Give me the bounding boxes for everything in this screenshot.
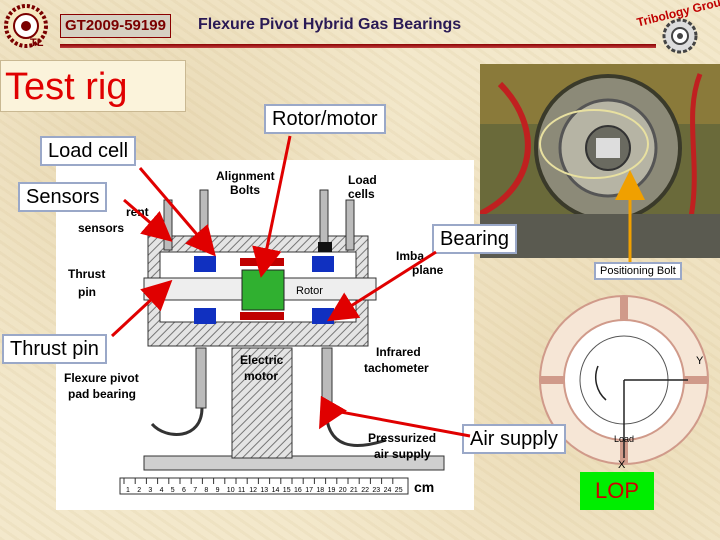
ruler-tick-label: 10 xyxy=(227,487,235,494)
ruler xyxy=(119,477,409,495)
ruler-tick-label: 8 xyxy=(204,487,208,494)
ruler-tick-label: 16 xyxy=(294,487,302,494)
ruler-tick-label: 20 xyxy=(339,487,347,494)
rotor-core xyxy=(241,269,285,311)
tribology-group-logo-icon: Tribology Group xyxy=(635,0,720,54)
ruler-tick-label: 22 xyxy=(361,487,369,494)
lop-label: LOP xyxy=(580,472,654,510)
callout-thrust-pin: Thrust pin xyxy=(2,334,107,364)
axis-x-label: X xyxy=(618,459,626,470)
callout-air-supply: Air supply xyxy=(462,424,566,454)
label-alignment-bolts-1: Alignment xyxy=(216,169,275,183)
ruler-tick-label: 5 xyxy=(171,487,175,494)
ruler-tick-label: 1 xyxy=(126,487,130,494)
ruler-tick-label: 11 xyxy=(238,487,245,494)
svg-text:TL: TL xyxy=(30,37,44,48)
label-flexure-1: Flexure pivot xyxy=(64,371,139,385)
ruler-tick-label: 15 xyxy=(283,487,291,494)
label-infrared-1: Infrared xyxy=(376,345,421,359)
label-load-cells-2: cells xyxy=(348,187,375,201)
callout-load-cell: Load cell xyxy=(40,136,137,166)
label-electric-motor-2: motor xyxy=(244,369,278,383)
label-rotor: Rotor xyxy=(296,285,323,297)
callout-rotor-motor: Rotor/motor xyxy=(264,104,386,134)
label-sensors-1: rent xyxy=(126,205,149,219)
ruler-tick-label: 13 xyxy=(260,487,268,494)
ruler-tick-label: 6 xyxy=(182,487,186,494)
label-imbalance-2: plane xyxy=(412,263,444,277)
label-pressurized-2: air supply xyxy=(374,447,431,461)
ruler-tick-label: 3 xyxy=(148,487,152,494)
label-sensors-2: sensors xyxy=(78,221,124,235)
ruler-tick-label: 9 xyxy=(216,487,220,494)
base-plate xyxy=(143,455,445,471)
positioning-bolt-label: Positioning Bolt xyxy=(594,262,682,280)
ruler-tick-label: 24 xyxy=(384,487,392,494)
ruler-tick-label: 7 xyxy=(193,487,197,494)
section-label: Test rig xyxy=(0,60,186,112)
paper-code: GT2009-59199 xyxy=(60,14,171,38)
label-flexure-2: pad bearing xyxy=(68,387,136,401)
label-alignment-bolts-2: Bolts xyxy=(230,183,260,197)
ruler-tick-label: 21 xyxy=(350,487,358,494)
ruler-tick-label: 4 xyxy=(160,487,164,494)
label-thrust-pin-2: pin xyxy=(78,285,96,299)
callout-sensors: Sensors xyxy=(18,182,108,212)
axis-y-label: Y xyxy=(696,355,704,367)
pedestal xyxy=(231,347,293,459)
title-underline xyxy=(60,44,656,48)
ruler-tick-label: 19 xyxy=(328,487,336,494)
ruler-tick-label: 12 xyxy=(249,487,257,494)
ruler-tick-label: 18 xyxy=(316,487,324,494)
label-electric-motor-1: Electric xyxy=(240,353,284,367)
slide-title: Flexure Pivot Hybrid Gas Bearings xyxy=(198,16,462,33)
callout-bearing: Bearing xyxy=(432,224,517,254)
label-imbalance-1: Imba xyxy=(396,249,424,263)
ruler-tick-label: 17 xyxy=(305,487,313,494)
ruler-tick-label: 2 xyxy=(137,487,141,494)
ruler-tick-label: 25 xyxy=(395,487,403,494)
bearing-pad-diagram: Y X Load xyxy=(539,295,709,470)
label-infrared-2: tachometer xyxy=(364,361,429,375)
test-rig-schematic: Alignment Bolts Load cells rent sensors … xyxy=(56,160,474,510)
label-pressurized-1: Pressurized xyxy=(368,431,436,445)
ruler-unit: cm xyxy=(414,479,434,495)
label-thrust-pin-1: Thrust xyxy=(68,267,105,281)
ruler-tick-label: 23 xyxy=(372,487,380,494)
ruler-tick-label: 14 xyxy=(272,487,280,494)
bearing-blocks xyxy=(194,256,334,324)
load-label: Load xyxy=(614,434,634,444)
tl-logo-icon: TL xyxy=(4,4,48,48)
label-load-cells-1: Load xyxy=(348,173,377,187)
